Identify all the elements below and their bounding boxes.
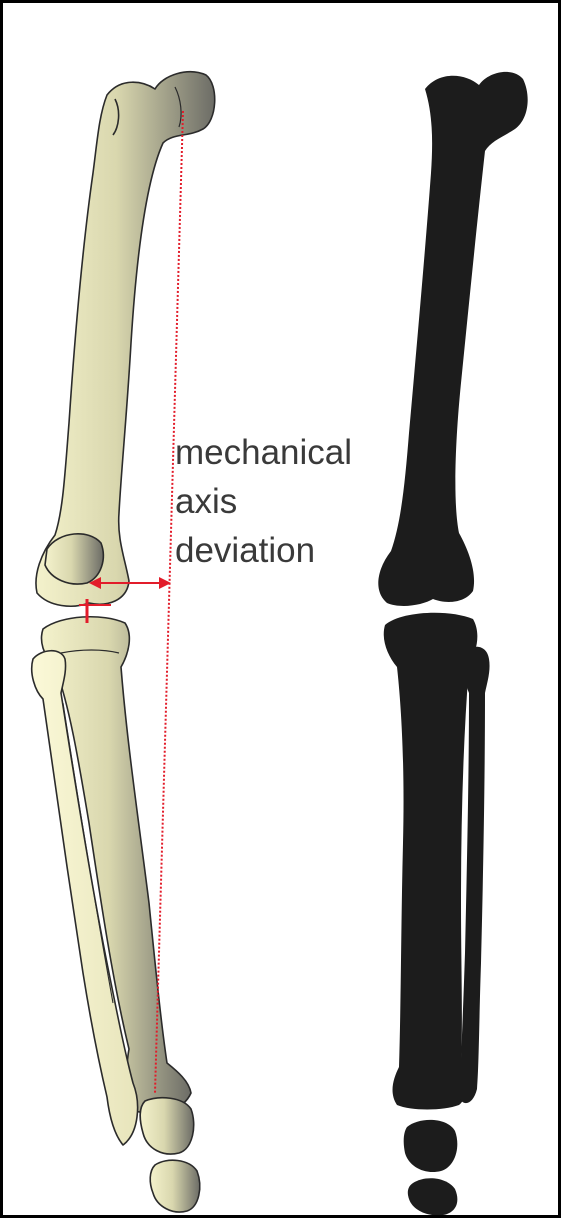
- calcaneus-silhouette: [408, 1178, 458, 1215]
- patella: [45, 534, 103, 584]
- annotation-line-1: mechanical: [175, 428, 352, 477]
- axis-dotted-line: [155, 111, 183, 1093]
- silhouette-leg: [378, 72, 527, 1215]
- annotation-line-2: axis: [175, 477, 352, 526]
- annotation-line-3: deviation: [175, 526, 352, 575]
- annotation-label: mechanical axis deviation: [175, 428, 352, 575]
- talus: [140, 1098, 193, 1154]
- calcaneus: [150, 1160, 200, 1212]
- talus-silhouette: [404, 1120, 458, 1172]
- femur-silhouette: [378, 72, 527, 606]
- shaded-leg: [32, 72, 215, 1212]
- leg-bones-diagram: [3, 3, 558, 1215]
